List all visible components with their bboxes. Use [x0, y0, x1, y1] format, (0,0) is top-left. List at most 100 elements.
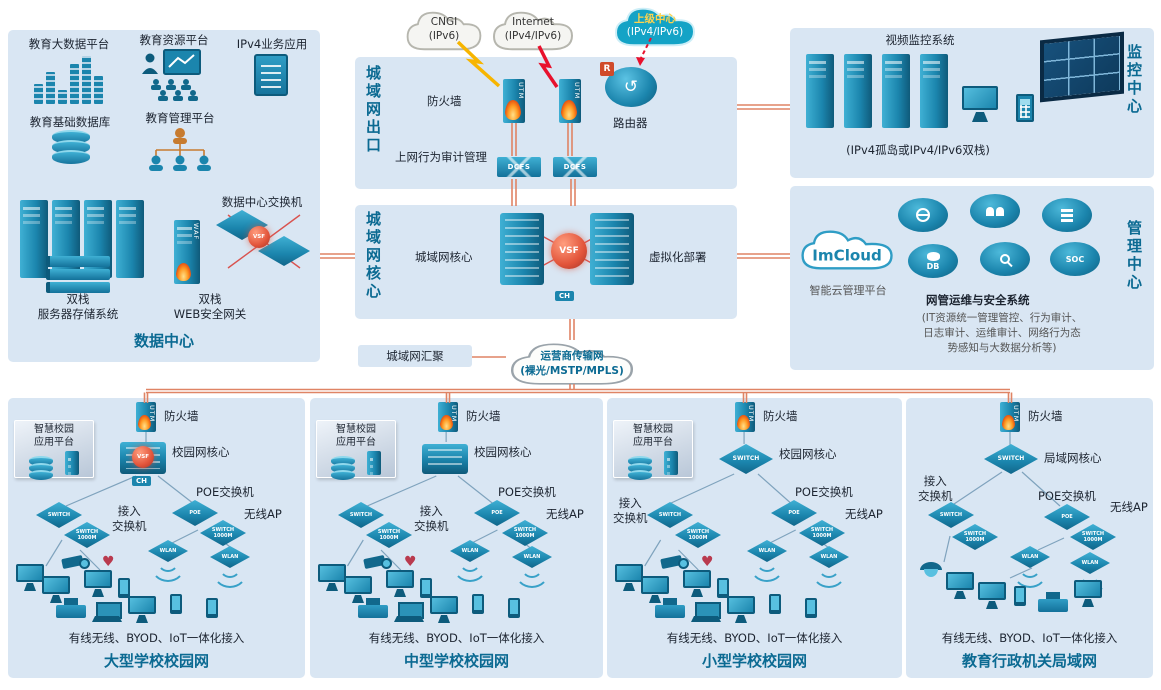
database-icon: [331, 456, 355, 480]
printer-icon: [56, 598, 86, 618]
monitor-icon: [683, 570, 711, 597]
school-panel-admin: UTM 防火墙 SWITCH 局域网核心 接入交换机 SWITCH SWITCH…: [906, 398, 1153, 678]
platform-label: 智慧校园应用平台: [34, 424, 74, 448]
phone-icon: [118, 578, 130, 598]
monitor-icon: [727, 596, 755, 623]
flame-icon: [176, 263, 191, 281]
poe-switch-icon: POE: [474, 500, 520, 526]
wireless-ap-label: 无线AP: [845, 507, 883, 521]
poe-switch-icon: POE: [172, 500, 218, 526]
man-core-label: 城域网核心: [415, 250, 473, 264]
smart-campus-platform: 智慧校园应用平台: [14, 420, 94, 480]
utm-label: UTM: [1012, 405, 1020, 423]
upper-center-label-line1: 上级中心: [634, 13, 676, 25]
printer-icon: [1038, 592, 1068, 612]
monitoring-panel: 视频监控系统 (IPv4孤岛或IPv4/IPv6双栈) 监控中心: [790, 28, 1154, 178]
server-icon: [367, 451, 381, 475]
aggregation-box: 城域网汇聚: [358, 345, 472, 367]
wireless-ap-icon: WLAN: [1010, 546, 1056, 590]
firewall-icon: UTM: [438, 402, 458, 432]
iot-heart-icon: [404, 554, 417, 570]
monitor-icon: [84, 570, 112, 597]
utm-label: UTM: [517, 82, 525, 100]
access-switch-label: 接入交换机: [112, 504, 147, 533]
wireless-ap-icon: WLAN: [148, 540, 194, 584]
management-title: 管理中心: [1125, 220, 1143, 292]
core-chassis-icon: [500, 213, 544, 285]
monitor-icon: [978, 582, 1006, 609]
upper-center-cloud: 上级中心 (IPv4/IPv6): [610, 1, 700, 51]
core-label: 局域网核心: [1044, 451, 1102, 465]
wireless-ap-label: 无线AP: [546, 507, 584, 521]
waf-label: WAF: [192, 223, 200, 241]
platform-label: 智慧校园应用平台: [336, 424, 376, 448]
nms-globe-icon: [898, 198, 948, 232]
school-title: 大型学校校园网: [103, 652, 209, 670]
basic-db-label: 教育基础数据库: [29, 115, 111, 129]
smart-campus-platform: 智慧校园应用平台: [613, 420, 693, 480]
wireless-ap-icon: WLAN: [809, 546, 855, 590]
server-icon: [806, 54, 834, 128]
wireless-ap-label: 无线AP: [244, 507, 282, 521]
school-panel-medium: UTM 防火墙 智慧校园应用平台 校园网核心 POE交换机 SWITCH SWI…: [310, 398, 603, 678]
bar-chart-icon: [34, 56, 103, 104]
access-switch-icon: SWITCH 1000M: [366, 522, 412, 548]
org-chart-icon: [149, 128, 211, 171]
nms-soc-icon: SOC: [1050, 242, 1100, 276]
access-note: 有线无线、BYOD、IoT一体化接入: [368, 631, 545, 645]
nms-note-line3: 势感知与大数据分析等): [947, 342, 1057, 354]
router-label: 路由器: [613, 116, 648, 130]
access-switch-icon: SWITCH: [338, 502, 384, 528]
audit-label: 上网行为审计管理: [395, 150, 487, 164]
flame-icon: [561, 100, 577, 120]
soc-label: SOC: [1065, 254, 1085, 264]
nms-note-line2: 日志审计、运维审计、网络行为态: [923, 327, 1081, 339]
imcloud-logo: ImCloud: [812, 246, 882, 264]
monitor-icon: [615, 564, 643, 591]
ch-chip: CH: [132, 476, 151, 486]
access-switch-icon: SWITCH: [36, 502, 82, 528]
dcfs-switch-icon: DCFS: [497, 157, 541, 177]
dc-switch-label: 数据中心交换机: [221, 195, 303, 209]
wireless-ap-label: 无线AP: [1110, 500, 1148, 514]
imcloud-icon: ImCloud: [796, 222, 900, 276]
wireless-ap-icon: WLAN: [512, 546, 558, 590]
db-label: DB: [926, 261, 940, 271]
cngi-label-line2: (IPv6): [428, 30, 460, 42]
wireless-ap-icon: WLAN: [747, 540, 793, 584]
poe-switch-icon: SWITCH 1000M: [502, 520, 548, 546]
access-switch-label: 接入交换机: [414, 504, 449, 533]
vsf-orb-icon: VSF: [248, 226, 270, 248]
server-icon: [882, 54, 910, 128]
upper-center-label-line2: (IPv4/IPv6): [626, 26, 684, 38]
monitor-icon: [128, 596, 156, 623]
smart-campus-platform: 智慧校园应用平台: [316, 420, 396, 480]
vsf-orb-icon: VSF: [551, 233, 587, 269]
utm-firewall-icon: UTM: [503, 79, 525, 123]
dcfs-label: DCFS: [563, 163, 587, 171]
utm-firewall-icon: UTM: [559, 79, 581, 123]
iot-heart-icon: [102, 554, 115, 570]
man-core-title: 城域网核心: [364, 211, 382, 301]
firewall-label: 防火墙: [427, 94, 462, 108]
access-switch-icon: SWITCH 1000M: [952, 524, 998, 550]
man-exit-title: 城域网出口: [364, 65, 382, 155]
poe-label: POE交换机: [196, 485, 254, 499]
man-exit-panel: 城域网出口 防火墙 UTM UTM 上网行为审计管理 DCFS DCFS R 路…: [355, 57, 737, 189]
cngi-cloud: CNGI (IPv6): [402, 5, 486, 55]
school-title: 教育行政机关局域网: [961, 652, 1097, 670]
monitor-icon: [318, 564, 346, 591]
monitor-icon: [1074, 580, 1102, 607]
poe-switch-icon: POE: [1044, 504, 1090, 530]
internet-label-line2: (IPv4/IPv6): [504, 30, 562, 42]
school-title: 小型学校校园网: [701, 652, 807, 670]
utm-label: UTM: [573, 82, 581, 100]
carrier-cloud: 运营商传输网 (裸光/MSTP/MPLS): [503, 336, 641, 390]
monitor-icon: [42, 576, 70, 603]
access-switch-icon: SWITCH 1000M: [675, 522, 721, 548]
management-panel: ImCloud 智能云管理平台 DB SOC 网管运维与安全系统 (IT资源统一…: [790, 186, 1154, 370]
flame-icon: [138, 415, 151, 430]
dome-camera-icon: [920, 562, 942, 578]
printer-icon: [655, 598, 685, 618]
firewall-label: 防火墙: [1028, 409, 1063, 423]
